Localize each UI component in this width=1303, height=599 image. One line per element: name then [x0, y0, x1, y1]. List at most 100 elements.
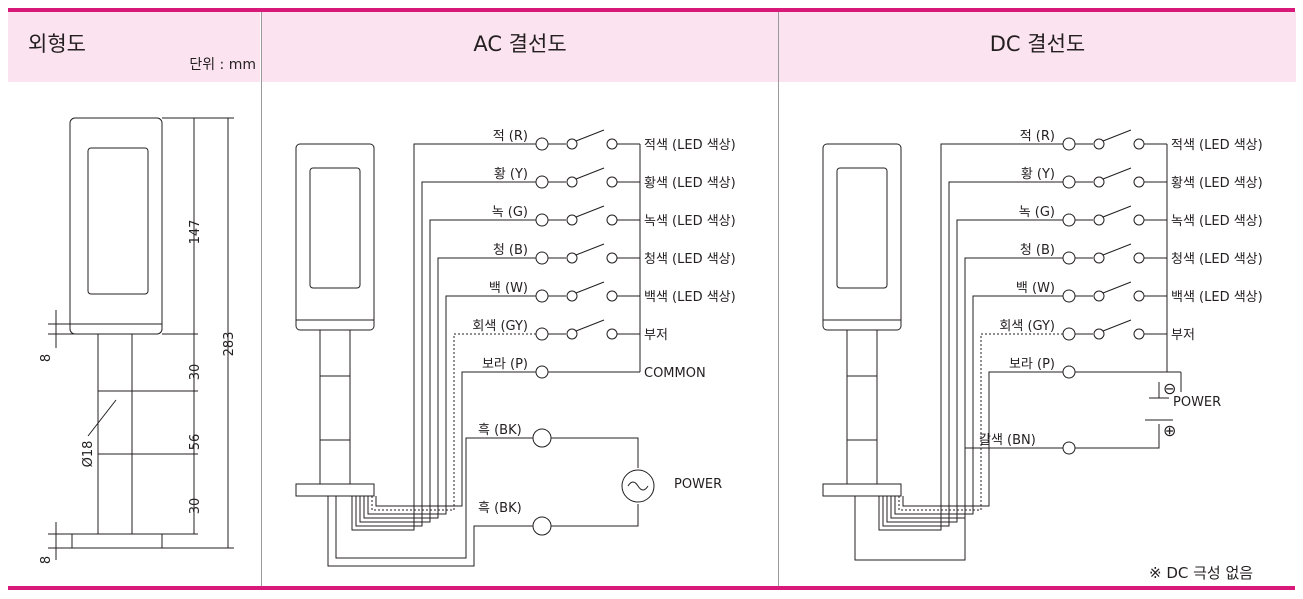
dc-diagram: POWER ⊖ ⊕ 갈색 (BN) ※ DC 극성 없음 적 (R) 적색 (LE… [822, 129, 1263, 582]
dc-brown-label: 갈색 (BN) [979, 433, 1036, 448]
terminal-0 [535, 137, 549, 151]
switch-arm-1 [1102, 167, 1132, 180]
switch-arm-1 [575, 167, 605, 180]
switch-pivot-5 [566, 328, 578, 340]
dim-8-lower: 8 [39, 556, 54, 564]
wire-label-4: 백 (W) [1016, 281, 1055, 296]
output-label-1: 황색 (LED 색상) [1171, 176, 1263, 191]
terminal-5 [1062, 327, 1076, 341]
wire-label-6: 보라 (P) [1009, 357, 1055, 372]
ac-header: AC 결선도 [262, 12, 778, 82]
wire-5 [371, 333, 536, 511]
terminal-6 [535, 365, 549, 379]
tower-pole-lower [846, 439, 878, 485]
switch-contact-4 [1133, 290, 1145, 302]
wire-label-3: 청 (B) [1020, 243, 1055, 258]
dc-polarity-note: ※ DC 극성 없음 [1149, 564, 1253, 582]
output-label-4: 백색 (LED 색상) [1171, 290, 1263, 305]
switch-arm-0 [1102, 129, 1132, 142]
wire-6 [902, 371, 1063, 507]
switch-contact-2 [1133, 214, 1145, 226]
ac-bk2-label: 흑 (BK) [478, 501, 522, 516]
dimension-drawing: 147 283 30 56 30 8 8 Ø18 [39, 117, 237, 564]
dc-title: DC 결선도 [989, 32, 1086, 56]
switch-arm-5 [575, 319, 605, 332]
wire-label-5: 회색 (GY) [999, 319, 1055, 334]
ac-diagram: POWER 흑 (BK) 흑 (BK) 적 (R)적색 (LED 색상)황 (Y… [295, 129, 736, 567]
tower-lens [836, 167, 888, 289]
switch-pivot-4 [566, 290, 578, 302]
wire-label-1: 황 (Y) [1021, 167, 1055, 182]
terminal-1 [535, 175, 549, 189]
wire-2 [359, 219, 536, 523]
switch-contact-3 [1133, 252, 1145, 264]
switch-pivot-0 [1093, 138, 1105, 150]
output-label-3: 청색 (LED 색상) [644, 252, 736, 267]
output-label-1: 황색 (LED 색상) [644, 176, 736, 191]
dc-plus-icon: ⊕ [1163, 421, 1176, 440]
ac-bk-terminal-2 [532, 516, 552, 536]
tower-pole-upper [319, 329, 351, 377]
terminal-0 [1062, 137, 1076, 151]
switch-arm-4 [575, 281, 605, 294]
dim-30-upper: 30 [188, 364, 203, 381]
switch-contact-3 [606, 252, 618, 264]
switch-arm-0 [575, 129, 605, 142]
switch-contact-2 [606, 214, 618, 226]
switch-contact-0 [606, 138, 618, 150]
wire-label-2: 녹 (G) [492, 205, 528, 220]
dc-header: DC 결선도 [779, 12, 1296, 82]
output-label-5: 부저 [1171, 328, 1195, 343]
dim-147: 147 [188, 220, 203, 245]
switch-arm-2 [575, 205, 605, 218]
terminal-3 [535, 251, 549, 265]
dc-wiring-panel: DC 결선도 POWER ⊖ ⊕ 갈색 (BN) ※ DC 극성 없음 적 (R… [778, 12, 1296, 586]
tower-lens [309, 167, 361, 289]
switch-contact-1 [606, 176, 618, 188]
switch-pivot-3 [566, 252, 578, 264]
wire-2 [886, 219, 1063, 523]
switch-arm-3 [575, 243, 605, 256]
tower-base [822, 483, 902, 497]
wire-6 [375, 371, 536, 507]
ac-wiring-panel: AC 결선도 POWER 흑 (BK) 흑 (BK) 적 (R)적색 (LED … [261, 12, 778, 586]
output-label-5: 부저 [644, 328, 668, 343]
tower-pole-lower [97, 453, 133, 535]
wire-label-0: 적 (R) [493, 129, 528, 144]
ac-power-label: POWER [674, 477, 722, 492]
output-label-0: 적색 (LED 색상) [1171, 138, 1263, 153]
output-label-3: 청색 (LED 색상) [1171, 252, 1263, 267]
output-label-4: 백색 (LED 색상) [644, 290, 736, 305]
terminal-5 [535, 327, 549, 341]
terminal-2 [1062, 213, 1076, 227]
ac-title: AC 결선도 [473, 32, 567, 56]
ac-bk-wire-1 [335, 437, 538, 559]
dc-brown-terminal [1062, 441, 1076, 455]
wire-0 [351, 143, 536, 531]
output-label-0: 적색 (LED 색상) [644, 138, 736, 153]
wire-5 [898, 333, 1063, 511]
switch-pivot-5 [1093, 328, 1105, 340]
switch-pivot-1 [566, 176, 578, 188]
wire-3 [363, 257, 536, 519]
tower-pole-mid [846, 376, 878, 440]
wire-label-6: 보라 (P) [482, 357, 528, 372]
tower-pole-upper [846, 329, 878, 377]
terminal-2 [535, 213, 549, 227]
wire-1 [355, 181, 536, 527]
ac-power-wire [551, 437, 639, 527]
dc-power-label: POWER [1173, 395, 1221, 410]
tower-pole-mid [319, 376, 351, 440]
switch-pivot-0 [566, 138, 578, 150]
dc-minus-icon: ⊖ [1163, 379, 1176, 398]
wire-label-0: 적 (R) [1020, 129, 1055, 144]
terminal-3 [1062, 251, 1076, 265]
dim-56: 56 [188, 434, 203, 451]
switch-pivot-2 [1093, 214, 1105, 226]
wire-label-1: 황 (Y) [494, 167, 528, 182]
dimensions-title: 외형도 [28, 32, 86, 56]
dim-diameter: Ø18 [81, 441, 96, 468]
switch-pivot-2 [566, 214, 578, 226]
terminal-4 [535, 289, 549, 303]
switch-arm-3 [1102, 243, 1132, 256]
